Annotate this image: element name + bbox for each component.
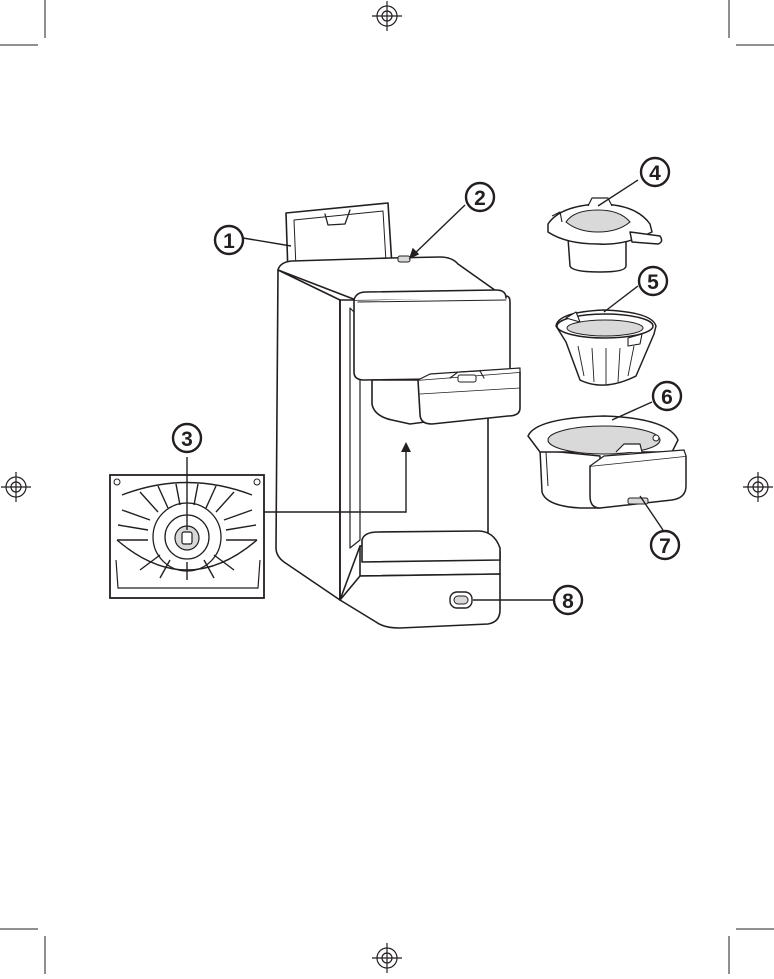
accessory-part-5: [556, 310, 656, 385]
callout-2-label: 2: [474, 187, 486, 210]
callout-1: 1: [215, 226, 243, 254]
callout-4: 4: [641, 158, 669, 186]
callout-5: 5: [639, 267, 667, 295]
callout-3: 3: [173, 424, 201, 452]
callout-8-label: 8: [562, 590, 574, 613]
callout-6: 6: [653, 382, 681, 410]
callout-8: 8: [554, 586, 582, 614]
callout-1-label: 1: [223, 230, 235, 253]
callout-2: 2: [466, 183, 494, 211]
registration-mark-top-icon: [372, 1, 402, 31]
callout-3-label: 3: [181, 428, 193, 451]
callout-5-label: 5: [647, 271, 659, 294]
accessory-part-4: [548, 198, 662, 272]
callout-6-label: 6: [661, 386, 673, 409]
registration-mark-bottom-icon: [372, 943, 402, 973]
accessory-part-6-7: [528, 416, 686, 508]
callout-7: 7: [651, 531, 679, 559]
callout-7-label: 7: [659, 535, 671, 558]
callout-4-label: 4: [649, 162, 661, 185]
registration-mark-left-icon: [1, 472, 31, 502]
coffee-maker-body: [276, 203, 520, 628]
registration-mark-right-icon: [743, 472, 773, 502]
